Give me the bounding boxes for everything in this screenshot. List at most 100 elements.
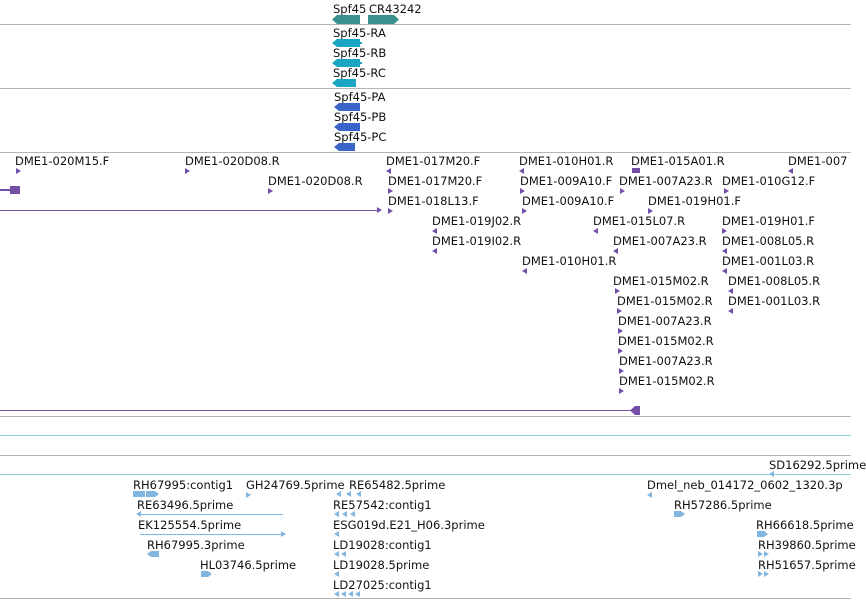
alignment-glyph[interactable] — [0, 186, 22, 194]
alignment-glyph[interactable] — [185, 168, 190, 174]
est-glyph[interactable] — [136, 511, 141, 517]
alignment-glyph[interactable] — [648, 208, 653, 214]
est-glyph[interactable] — [758, 551, 774, 558]
alignment-glyph[interactable] — [520, 188, 525, 194]
est-glyph[interactable] — [674, 511, 688, 518]
est-glyph[interactable] — [334, 591, 362, 598]
alignment-glyph[interactable] — [722, 248, 727, 254]
alignment-label[interactable]: DME1-015M02.R — [618, 334, 714, 348]
protein-label[interactable]: Spf45-PA — [334, 90, 386, 104]
transcript-label[interactable]: Spf45-RB — [333, 46, 387, 60]
est-glyph[interactable] — [769, 471, 774, 477]
alignment-span-line[interactable] — [0, 410, 634, 411]
est-label[interactable]: SD16292.5prime — [769, 458, 866, 472]
alignment-label[interactable]: DME1-009A10.F — [522, 194, 615, 208]
transcript-glyph[interactable] — [332, 79, 364, 87]
est-label[interactable]: ESG019d.E21_H06.3prime — [333, 518, 485, 532]
est-label[interactable]: EK125554.5prime — [138, 518, 242, 532]
protein-glyph[interactable] — [334, 103, 364, 111]
alignment-glyph[interactable] — [522, 208, 527, 214]
alignment-glyph[interactable] — [618, 328, 623, 334]
est-glyph[interactable] — [334, 531, 339, 537]
gene-label[interactable]: CR43242 — [369, 2, 422, 16]
gene-label[interactable]: Spf45 — [333, 2, 367, 16]
alignment-glyph[interactable] — [728, 308, 733, 314]
alignment-glyph[interactable] — [16, 168, 21, 174]
alignment-glyph[interactable] — [722, 228, 727, 234]
alignment-label[interactable]: DME1-007A23.R — [619, 354, 713, 368]
alignment-glyph[interactable] — [728, 288, 733, 294]
transcript-glyph[interactable] — [332, 39, 364, 47]
est-span-line[interactable] — [138, 514, 283, 515]
alignment-label[interactable]: DME1-007A23.R — [619, 174, 713, 188]
est-glyph[interactable] — [758, 571, 774, 578]
alignment-label[interactable]: DME1-015L07.R — [593, 214, 686, 228]
alignment-glyph[interactable] — [618, 348, 623, 354]
alignment-label[interactable]: DME1-010H01.R — [522, 254, 617, 268]
alignment-label[interactable]: DME1-015A01.R — [631, 154, 725, 168]
alignment-glyph[interactable] — [617, 308, 622, 314]
alignment-label[interactable]: DME1-007 — [788, 154, 848, 168]
est-glyph[interactable] — [334, 571, 339, 577]
alignment-label[interactable]: DME1-019J02.R — [432, 214, 522, 228]
est-glyph[interactable] — [246, 492, 251, 498]
est-glyph[interactable] — [647, 492, 652, 498]
est-label[interactable]: RE63496.5prime — [137, 498, 234, 512]
alignment-glyph[interactable] — [377, 207, 382, 213]
est-label[interactable]: RE65482.5prime — [349, 478, 446, 492]
alignment-label[interactable]: DME1-015M02.R — [619, 374, 715, 388]
alignment-glyph[interactable] — [619, 368, 624, 374]
alignment-glyph[interactable] — [432, 248, 437, 254]
alignment-glyph[interactable] — [386, 168, 391, 174]
est-glyph[interactable] — [757, 531, 771, 538]
alignment-glyph[interactable] — [724, 188, 729, 194]
est-label[interactable]: RH67995.3prime — [147, 538, 245, 552]
est-label[interactable]: RH67995:contig1 — [133, 478, 234, 492]
est-glyph[interactable] — [334, 551, 350, 558]
protein-glyph[interactable] — [334, 123, 364, 131]
alignment-label[interactable]: DME1-008L05.R — [722, 234, 815, 248]
est-glyph[interactable] — [201, 571, 215, 578]
alignment-label[interactable]: DME1-020M15.F — [15, 154, 110, 168]
alignment-label[interactable]: DME1-017M20.F — [386, 154, 481, 168]
alignment-glyph[interactable] — [388, 208, 393, 214]
alignment-glyph[interactable] — [388, 188, 393, 194]
alignment-glyph[interactable] — [788, 168, 793, 174]
alignment-label[interactable]: DME1-017M20.F — [388, 174, 483, 188]
protein-label[interactable]: Spf45-PC — [334, 130, 387, 144]
transcript-label[interactable]: Spf45-RA — [333, 26, 386, 40]
est-label[interactable]: RH57286.5prime — [674, 498, 772, 512]
protein-glyph[interactable] — [334, 143, 358, 151]
est-label[interactable]: HL03746.5prime — [200, 558, 297, 572]
est-label[interactable]: GH24769.5prime — [246, 478, 345, 492]
est-label[interactable]: RE57542:contig1 — [333, 498, 432, 512]
est-span-line[interactable] — [140, 534, 285, 535]
transcript-glyph[interactable] — [332, 59, 364, 67]
gene-glyphs[interactable] — [332, 15, 404, 24]
alignment-glyph[interactable] — [630, 406, 642, 415]
est-label[interactable]: RH66618.5prime — [756, 518, 854, 532]
alignment-glyph[interactable] — [613, 248, 618, 254]
alignment-label[interactable]: DME1-020D08.R — [268, 174, 363, 188]
alignment-glyph[interactable] — [522, 268, 527, 274]
alignment-glyph[interactable] — [593, 228, 598, 234]
est-glyph[interactable] — [334, 511, 364, 518]
est-label[interactable]: Dmel_neb_014172_0602_1320.3p — [647, 478, 843, 492]
est-glyph[interactable] — [336, 491, 366, 498]
alignment-label[interactable]: DME1-015M02.R — [617, 294, 713, 308]
alignment-label[interactable]: DME1-009A10.F — [520, 174, 613, 188]
est-label[interactable]: RH39860.5prime — [758, 538, 856, 552]
alignment-label[interactable]: DME1-019I02.R — [432, 234, 522, 248]
alignment-label[interactable]: DME1-019H01.F — [648, 194, 742, 208]
est-label[interactable]: LD27025:contig1 — [333, 578, 432, 592]
alignment-glyph[interactable] — [519, 168, 524, 174]
est-glyph[interactable] — [147, 551, 161, 558]
est-glyph[interactable] — [133, 491, 161, 498]
est-label[interactable]: LD19028:contig1 — [333, 538, 432, 552]
alignment-label[interactable]: DME1-010G12.F — [722, 174, 816, 188]
alignment-label[interactable]: DME1-015M02.R — [613, 274, 709, 288]
alignment-span-line[interactable] — [0, 210, 378, 211]
transcript-label[interactable]: Spf45-RC — [333, 66, 386, 80]
alignment-label[interactable]: DME1-001L03.R — [728, 294, 821, 308]
alignment-glyph[interactable] — [268, 188, 273, 194]
